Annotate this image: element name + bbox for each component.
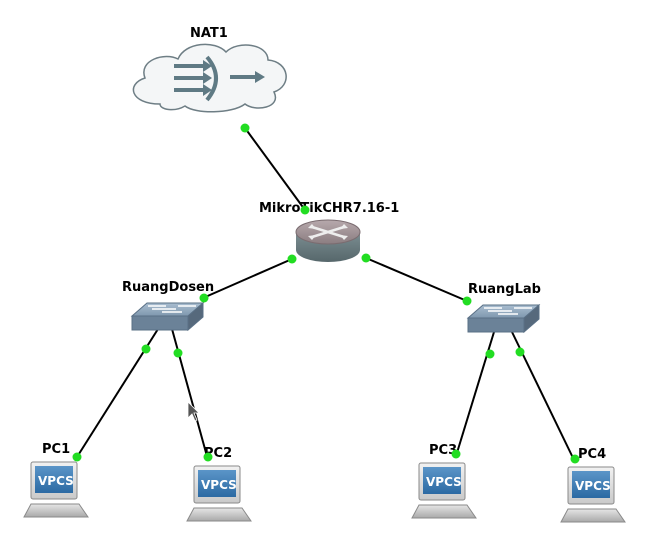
nat-arrows-icon: [174, 55, 265, 102]
switch-icon: [466, 303, 541, 334]
pc4-node[interactable]: VPCS PC4: [560, 447, 626, 523]
pc1-node[interactable]: VPCS PC1: [23, 442, 89, 518]
link-up-indicator: [462, 296, 472, 306]
ruanglab-label: RuangLab: [468, 282, 541, 297]
nat1-label: NAT1: [190, 26, 228, 41]
switch-icon: [130, 301, 205, 332]
link-up-indicator: [451, 449, 461, 459]
router-icon: [295, 219, 361, 262]
ruanglab-switch-node[interactable]: RuangLab: [466, 282, 541, 334]
link-up-indicator: [72, 452, 82, 462]
link-up-indicator: [287, 254, 297, 264]
pc3-node[interactable]: VPCS PC3: [411, 443, 477, 519]
link-up-indicator: [515, 347, 525, 357]
vpcs-computer-icon: VPCS: [560, 466, 626, 523]
link-up-indicator: [570, 454, 580, 464]
pc4-label: PC4: [578, 447, 606, 462]
vpcs-computer-icon: VPCS: [23, 461, 89, 518]
link-router-ruangdosen[interactable]: [202, 258, 293, 299]
pc3-screen-text: VPCS: [426, 475, 462, 489]
ruangdosen-switch-node[interactable]: RuangDosen: [122, 280, 214, 332]
link-nat-router[interactable]: [244, 127, 306, 211]
mikrotik-router-node[interactable]: MikroTikCHR7.16-1: [259, 201, 399, 262]
pc1-screen-text: VPCS: [38, 474, 74, 488]
nat1-node[interactable]: NAT1: [132, 26, 287, 113]
pc3-label: PC3: [429, 443, 457, 458]
link-up-indicator: [199, 293, 209, 303]
pc4-screen-text: VPCS: [575, 479, 611, 493]
link-up-indicator: [361, 253, 371, 263]
link-up-indicator: [173, 348, 183, 358]
mouse-cursor-icon: [187, 401, 200, 422]
link-up-indicator: [300, 205, 310, 215]
link-up-indicator: [141, 344, 151, 354]
link-up-indicator: [203, 452, 213, 462]
pc1-label: PC1: [42, 442, 70, 457]
vpcs-computer-icon: VPCS: [186, 465, 252, 522]
link-status-indicators: [72, 123, 580, 464]
link-up-indicator: [240, 123, 250, 133]
pc2-node[interactable]: VPCS PC2: [186, 446, 252, 522]
link-up-indicator: [485, 349, 495, 359]
ruangdosen-label: RuangDosen: [122, 280, 214, 295]
pc2-screen-text: VPCS: [201, 478, 237, 492]
vpcs-computer-icon: VPCS: [411, 462, 477, 519]
router-label: MikroTikCHR7.16-1: [259, 201, 399, 216]
link-router-ruanglab[interactable]: [365, 257, 468, 302]
